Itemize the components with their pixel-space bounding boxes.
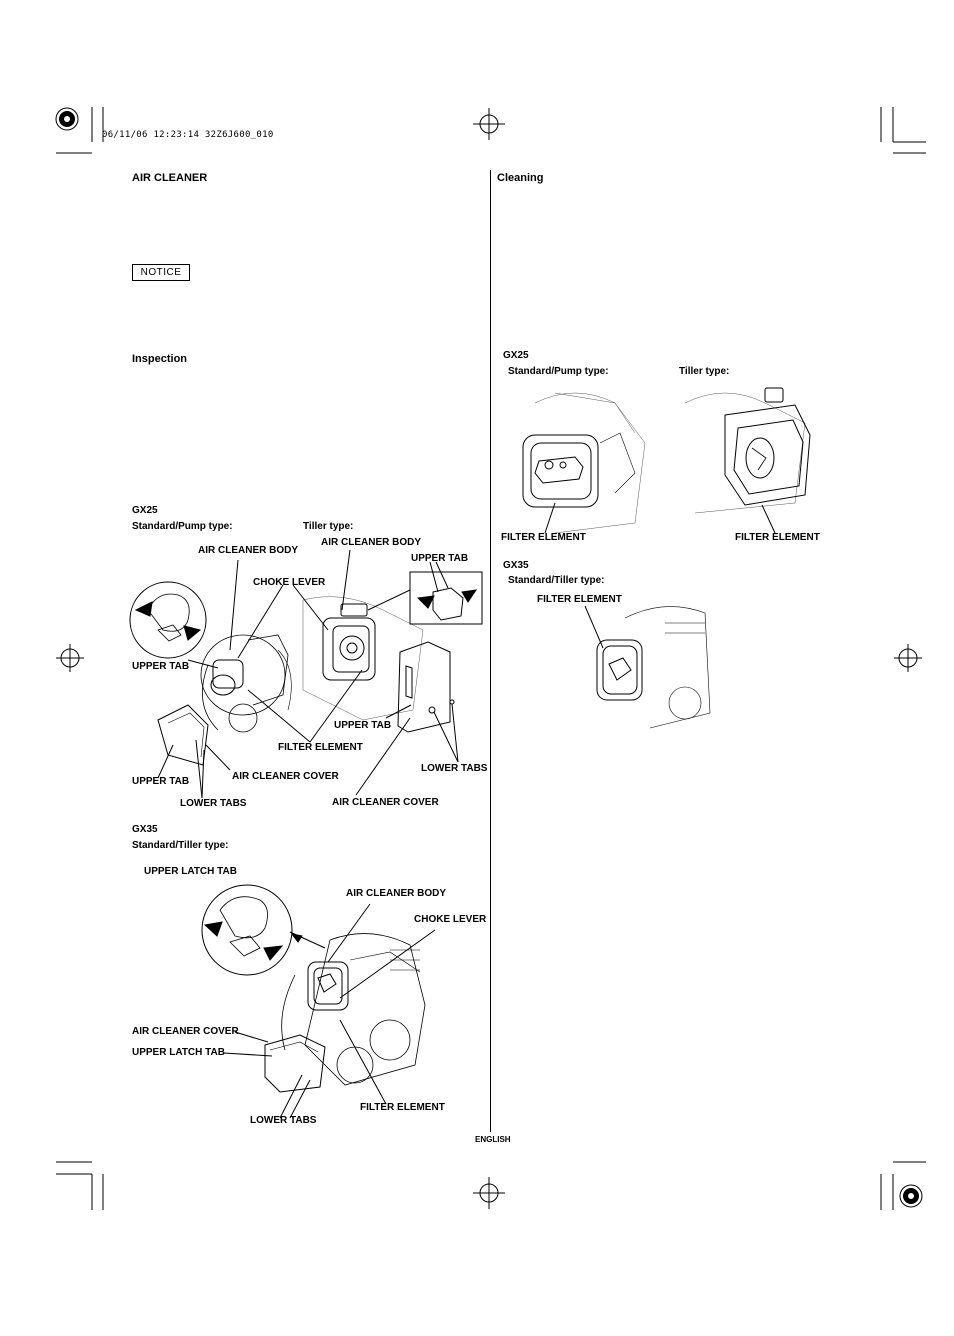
gx35-label-upper-latch-tab-top: UPPER LATCH TAB [144, 866, 237, 877]
gx25-standard-type: Standard/Pump type: [132, 521, 233, 532]
gx35-label-lower-tabs: LOWER TABS [250, 1115, 317, 1126]
gx25-label-air-cleaner-body-b: AIR CLEANER BODY [321, 537, 422, 548]
gx25-model-label: GX25 [132, 505, 158, 516]
cleaning-gx25-standard-type: Standard/Pump type: [508, 366, 609, 377]
gx25-label-lower-tabs-left: LOWER TABS [180, 798, 247, 809]
gx35-standard-tiller-type: Standard/Tiller type: [132, 840, 229, 851]
gx25-label-upper-tab-top: UPPER TAB [411, 553, 469, 564]
inspection-heading: Inspection [132, 353, 188, 365]
cleaning-heading: Cleaning [497, 172, 544, 184]
gx25-label-air-cleaner-cover-a: AIR CLEANER COVER [232, 771, 339, 782]
cleaning-gx35-filter: FILTER ELEMENT [537, 594, 622, 605]
gx25-air-cleaner-illustration [128, 540, 488, 810]
column-divider [490, 170, 491, 1132]
print-timestamp: 06/11/06 12:23:14 32Z6J600_010 [102, 130, 274, 140]
gx35-label-filter-element: FILTER ELEMENT [360, 1102, 445, 1113]
gx25-label-upper-tab-mid: UPPER TAB [334, 720, 392, 731]
gx25-tiller-type: Tiller type: [303, 521, 354, 532]
cleaning-gx25-standard-illustration [505, 383, 655, 533]
gx35-air-cleaner-illustration [190, 870, 490, 1120]
footer-language: ENGLISH [475, 1135, 511, 1144]
cleaning-gx35-type: Standard/Tiller type: [508, 575, 605, 586]
cleaning-gx25-filter-left: FILTER ELEMENT [501, 532, 586, 543]
gx35-label-upper-latch-tab-bottom: UPPER LATCH TAB [132, 1047, 225, 1058]
section-title: AIR CLEANER [132, 172, 208, 184]
cleaning-gx35-model: GX35 [503, 560, 529, 571]
cleaning-gx25-tiller-type: Tiller type: [679, 366, 730, 377]
cleaning-gx25-filter-right: FILTER ELEMENT [735, 532, 820, 543]
gx25-label-air-cleaner-cover-b: AIR CLEANER COVER [332, 797, 439, 808]
cleaning-gx25-model: GX25 [503, 350, 529, 361]
gx25-label-upper-tab-left: UPPER TAB [132, 661, 190, 672]
gx25-label-filter-element: FILTER ELEMENT [278, 742, 363, 753]
gx25-label-upper-tab-bottom: UPPER TAB [132, 776, 190, 787]
cleaning-gx25-tiller-illustration [680, 383, 830, 533]
gx25-label-air-cleaner-body-a: AIR CLEANER BODY [198, 545, 299, 556]
gx35-label-choke-lever: CHOKE LEVER [414, 914, 487, 925]
gx25-label-choke-lever: CHOKE LEVER [253, 577, 326, 588]
gx35-label-air-cleaner-cover: AIR CLEANER COVER [132, 1026, 239, 1037]
notice-box: NOTICE [132, 264, 190, 281]
gx25-label-lower-tabs-right: LOWER TABS [421, 763, 488, 774]
gx35-model-label: GX35 [132, 824, 158, 835]
cleaning-gx35-illustration [585, 598, 715, 728]
gx35-label-air-cleaner-body: AIR CLEANER BODY [346, 888, 447, 899]
